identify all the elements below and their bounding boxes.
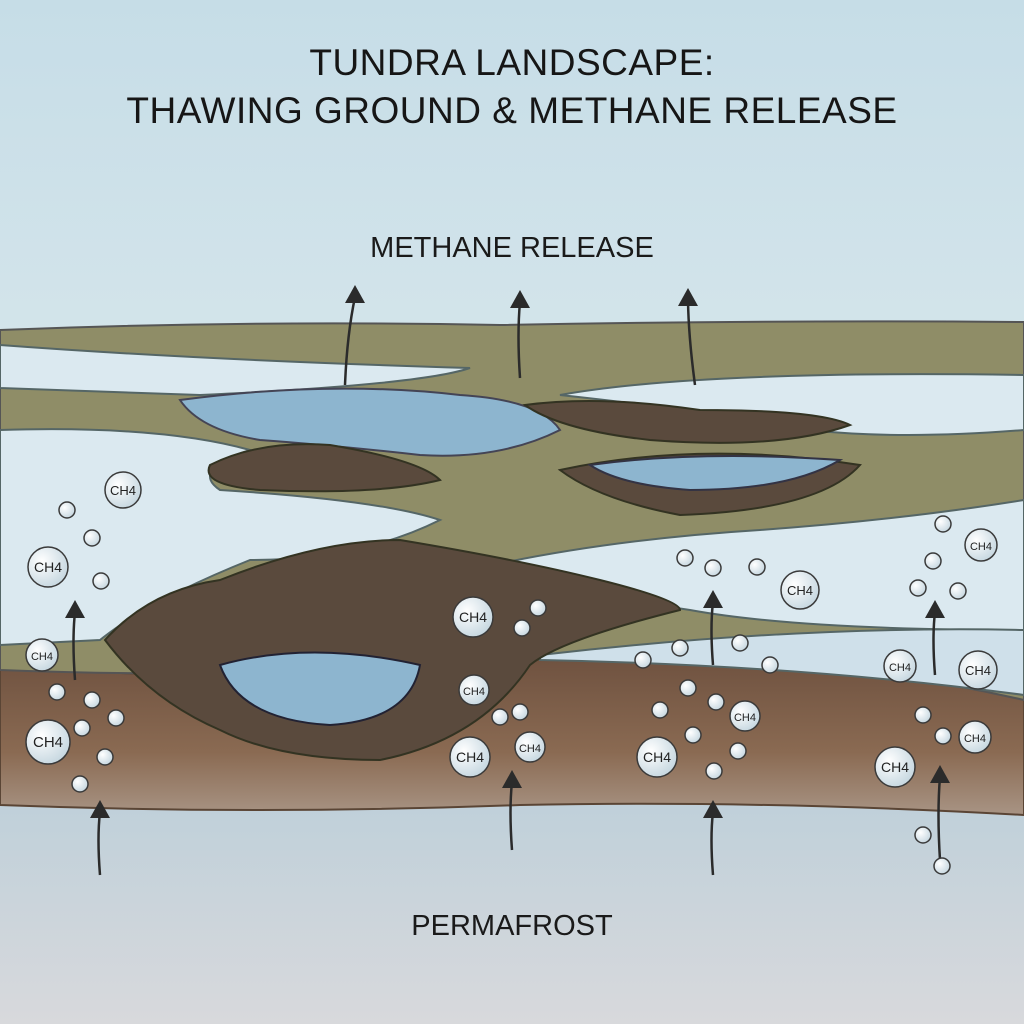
gas-bubble xyxy=(934,515,952,533)
ch4-molecule: CH4 xyxy=(958,720,992,754)
gas-bubble xyxy=(933,857,951,875)
arrowhead-icon xyxy=(345,285,365,303)
ch4-label: CH4 xyxy=(463,686,485,698)
gas-bubble xyxy=(684,726,702,744)
ch4-label: CH4 xyxy=(459,609,487,625)
arrow-up-icon xyxy=(686,299,697,386)
ch4-molecule: CH4 xyxy=(452,596,494,638)
mud-patch xyxy=(207,443,442,493)
ch4-molecule: CH4 xyxy=(729,700,761,732)
ch4-label: CH4 xyxy=(787,583,813,598)
ch4-label: CH4 xyxy=(34,559,62,575)
methane-arrows xyxy=(65,285,950,876)
gas-bubble xyxy=(704,559,722,577)
thermokarst-slump xyxy=(103,538,682,762)
gas-bubble xyxy=(729,742,747,760)
ch4-label: CH4 xyxy=(33,734,63,751)
ch4-label: CH4 xyxy=(881,759,909,775)
thaw-lake xyxy=(218,651,422,727)
gas-bubble xyxy=(634,651,652,669)
gas-bubble xyxy=(924,552,942,570)
gas-bubble xyxy=(909,579,927,597)
gas-bubble xyxy=(48,683,66,701)
permafrost-label: PERMAFROST xyxy=(411,910,613,942)
gas-bubble xyxy=(748,558,766,576)
ch4-molecule: CH4 xyxy=(25,719,71,765)
ch4-molecule: CH4 xyxy=(780,570,820,610)
ch4-label: CH4 xyxy=(31,651,53,663)
mud-patch xyxy=(522,400,853,444)
arrowhead-icon xyxy=(90,800,110,818)
ch4-molecule: CH4 xyxy=(874,746,916,788)
ch4-label: CH4 xyxy=(964,733,986,745)
arrow-up-icon xyxy=(937,776,942,861)
gas-bubble xyxy=(83,529,101,547)
ch4-molecule: CH4 xyxy=(25,638,59,672)
gas-bubble xyxy=(83,691,101,709)
ch4-label: CH4 xyxy=(643,749,671,765)
gas-bubble xyxy=(511,703,529,721)
gas-bubble xyxy=(92,572,110,590)
ch4-molecule: CH4 xyxy=(104,471,142,509)
thaw-pond xyxy=(178,387,562,457)
arrow-up-icon xyxy=(517,301,522,379)
ch4-label: CH4 xyxy=(456,749,484,765)
gas-bubble xyxy=(71,775,89,793)
ch4-label: CH4 xyxy=(110,483,136,498)
arrowhead-icon xyxy=(65,600,85,618)
title-line-1: TUNDRA LANDSCAPE: xyxy=(309,42,715,83)
gas-bubble xyxy=(513,619,531,637)
gas-bubble xyxy=(914,706,932,724)
ch4-molecule: CH4 xyxy=(449,736,491,778)
ch4-molecule: CH4 xyxy=(958,650,998,690)
gas-bubble xyxy=(934,727,952,745)
gas-bubble xyxy=(671,639,689,657)
ch4-molecule: CH4 xyxy=(458,674,490,706)
gas-bubble xyxy=(107,709,125,727)
ch4-label: CH4 xyxy=(965,663,991,678)
arrowhead-icon xyxy=(510,290,530,308)
gas-bubble xyxy=(73,719,91,737)
gas-bubble xyxy=(58,501,76,519)
arrowhead-icon xyxy=(502,770,522,788)
gas-bubble xyxy=(679,679,697,697)
thaw-pond xyxy=(587,455,844,492)
gas-bubble xyxy=(676,549,694,567)
ch4-molecule: CH4 xyxy=(636,736,678,778)
gas-bubble xyxy=(707,693,725,711)
gas-bubble xyxy=(949,582,967,600)
ch4-label: CH4 xyxy=(519,743,541,755)
arrowhead-icon xyxy=(703,800,723,818)
methane-release-label: METHANE RELEASE xyxy=(370,232,654,264)
gas-bubble xyxy=(491,708,509,726)
gas-bubble xyxy=(529,599,547,617)
gas-bubble xyxy=(731,634,749,652)
ch4-label: CH4 xyxy=(970,541,992,553)
ch4-molecule: CH4 xyxy=(27,546,69,588)
gas-bubble xyxy=(705,762,723,780)
gas-bubble xyxy=(914,826,932,844)
gas-bubble xyxy=(651,701,669,719)
ch4-label: CH4 xyxy=(889,662,911,674)
ch4-molecule: CH4 xyxy=(883,649,917,683)
title-line-2: THAWING GROUND & METHANE RELEASE xyxy=(126,90,898,131)
arrowhead-icon xyxy=(703,590,723,608)
arrowhead-icon xyxy=(925,600,945,618)
ch4-molecule: CH4 xyxy=(964,528,998,562)
gas-bubble xyxy=(761,656,779,674)
arrowhead-icon xyxy=(678,288,698,306)
ch4-molecule: CH4 xyxy=(514,731,546,763)
arrow-up-icon xyxy=(343,296,357,386)
gas-bubble xyxy=(96,748,114,766)
ch4-label: CH4 xyxy=(734,712,756,724)
arrowhead-icon xyxy=(930,765,950,783)
